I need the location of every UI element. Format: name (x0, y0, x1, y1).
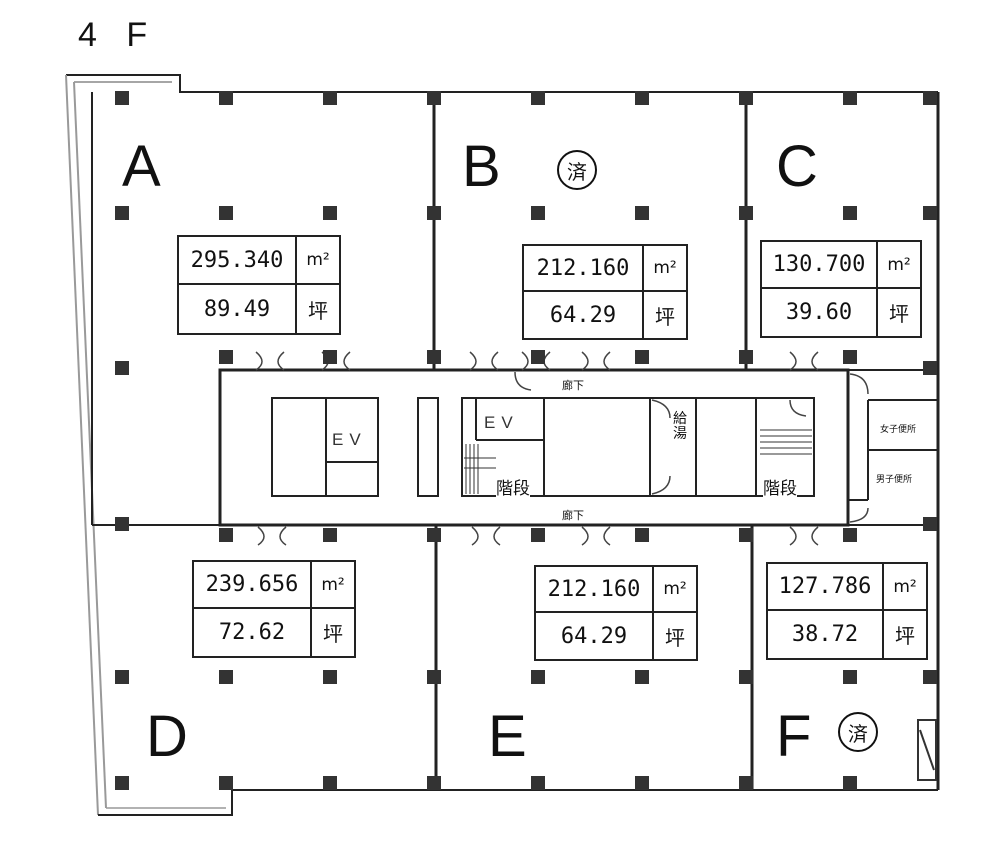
elevator-2-label: EV (484, 413, 519, 432)
unit-f-label: F (776, 704, 812, 769)
shaft (917, 719, 937, 781)
unit-d-area-tsubo: 72.62 (194, 609, 312, 656)
unit-e-label: E (488, 704, 527, 769)
unit-b-area-m2: 212.160 (524, 246, 644, 292)
stair-hatching (464, 429, 812, 494)
unit-b-reserved-mark: 済 (557, 150, 597, 190)
central-core (218, 368, 938, 527)
unit-d-area-m2: 239.656 (194, 562, 312, 609)
unit-a-area-tsubo: 89.49 (179, 285, 297, 333)
unit-c-area-m2: 130.700 (762, 242, 878, 289)
unit-a-m2-unit: m² (297, 237, 339, 285)
unit-f-reserved-mark: 済 (838, 712, 878, 752)
male-restroom-label: 男子便所 (876, 475, 913, 485)
floor-label: 4 F (78, 16, 158, 54)
unit-a-label: A (122, 134, 161, 199)
unit-c-area-box: 130.700 m² 39.60 坪 (760, 240, 922, 338)
unit-f-tsubo-unit: 坪 (895, 624, 915, 648)
partition-walls (432, 92, 754, 790)
unit-e-tsubo-unit: 坪 (665, 625, 685, 650)
unit-d-tsubo-unit: 坪 (323, 622, 343, 646)
unit-d-label: D (146, 704, 188, 769)
unit-e-area-m2: 212.160 (536, 567, 654, 613)
unit-d-area-box: 239.656 m² 72.62 坪 (192, 560, 356, 658)
unit-e-area-box: 212.160 m² 64.29 坪 (534, 565, 698, 661)
corridor-bottom-label: 廊下 (562, 509, 584, 522)
outer-walls (65, 74, 940, 816)
unit-c-area-tsubo: 39.60 (762, 289, 878, 336)
unit-c-m2-unit: m² (878, 242, 920, 289)
corridor-top-label: 廊下 (562, 379, 584, 392)
unit-a-tsubo-unit: 坪 (308, 298, 328, 323)
stairs-2-label: 階段 (763, 474, 797, 499)
unit-a-area-m2: 295.340 (179, 237, 297, 285)
unit-a-area-box: 295.340 m² 89.49 坪 (177, 235, 341, 335)
unit-e-m2-unit: m² (654, 567, 696, 613)
kyuto-label: 給湯 (673, 411, 687, 443)
unit-f-area-m2: 127.786 (768, 564, 884, 611)
unit-f-m2-unit: m² (884, 564, 926, 611)
unit-b-area-box: 212.160 m² 64.29 坪 (522, 244, 688, 340)
unit-c-label: C (776, 134, 818, 199)
unit-c-tsubo-unit: 坪 (889, 302, 909, 326)
unit-d-m2-unit: m² (312, 562, 354, 609)
unit-f-area-box: 127.786 m² 38.72 坪 (766, 562, 928, 660)
unit-b-m2-unit: m² (644, 246, 686, 292)
female-restroom-label: 女子便所 (880, 425, 917, 435)
unit-b-tsubo-unit: 坪 (655, 304, 675, 329)
unit-b-label: B (462, 134, 501, 199)
stairs-1-label: 階段 (496, 474, 530, 499)
elevator-1-label: EV (332, 430, 367, 449)
structural-columns (115, 91, 937, 790)
unit-e-area-tsubo: 64.29 (536, 613, 654, 659)
unit-b-area-tsubo: 64.29 (524, 292, 644, 338)
unit-f-area-tsubo: 38.72 (768, 611, 884, 658)
